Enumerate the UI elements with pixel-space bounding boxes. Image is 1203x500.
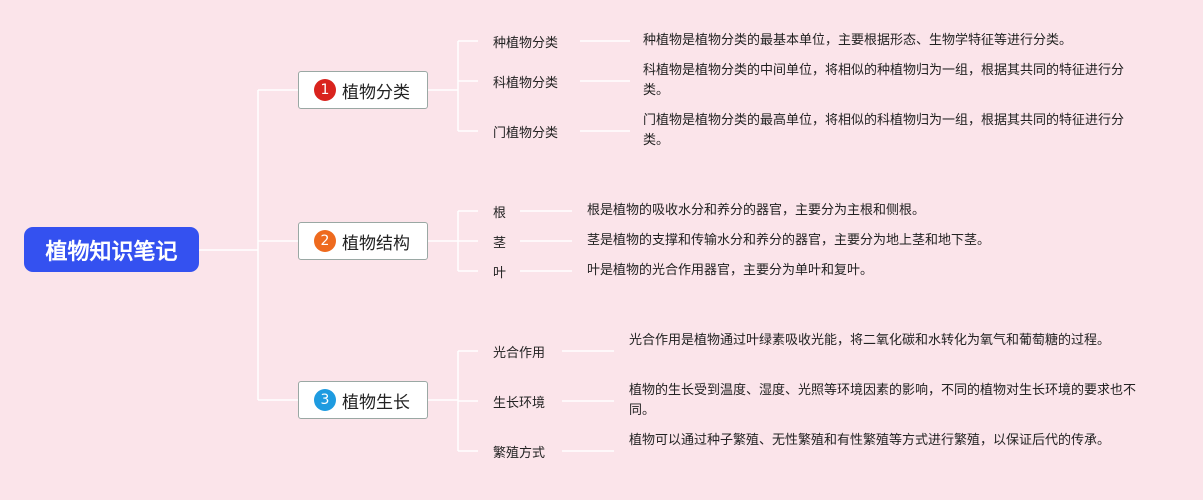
- description-stem: 茎是植物的支撑和传输水分和养分的器官，主要分为地上茎和地下茎。: [587, 233, 991, 248]
- root-topic[interactable]: 植物知识笔记: [24, 227, 199, 272]
- subtopic-root[interactable]: 根: [493, 206, 507, 221]
- description-environment: 植物的生长受到温度、湿度、光照等环境因素的影响，不同的植物对生长环境的要求也不同…: [629, 383, 1137, 418]
- number-3-icon: 3: [314, 389, 336, 411]
- number-2-icon: 2: [314, 230, 336, 252]
- subtopic-family[interactable]: 科植物分类: [493, 76, 559, 91]
- description-photosynthesis: 光合作用是植物通过叶绿素吸收光能，将二氧化碳和水转化为氧气和葡萄糖的过程。: [629, 333, 1111, 348]
- description-leaf: 叶是植物的光合作用器官，主要分为单叶和复叶。: [587, 263, 874, 278]
- number-1-icon: 1: [314, 79, 336, 101]
- description-reproduction: 植物可以通过种子繁殖、无性繁殖和有性繁殖等方式进行繁殖，以保证后代的传承。: [629, 433, 1111, 448]
- topic-label: 植物生长: [342, 392, 410, 413]
- topic-plant-structure[interactable]: 2 植物结构: [298, 222, 428, 260]
- topic-label: 植物结构: [342, 233, 410, 254]
- subtopic-stem[interactable]: 茎: [493, 236, 507, 251]
- subtopic-phylum[interactable]: 门植物分类: [493, 126, 559, 141]
- topic-plant-growth[interactable]: 3 植物生长: [298, 381, 428, 419]
- description-family: 科植物是植物分类的中间单位，将相似的种植物归为一组，根据其共同的特征进行分类。: [643, 63, 1125, 98]
- subtopic-leaf[interactable]: 叶: [493, 266, 507, 281]
- description-species: 种植物是植物分类的最基本单位，主要根据形态、生物学特征等进行分类。: [643, 33, 1073, 48]
- description-phylum: 门植物是植物分类的最高单位，将相似的科植物归为一组，根据其共同的特征进行分类。: [643, 113, 1125, 148]
- subtopic-reproduction[interactable]: 繁殖方式: [493, 446, 546, 461]
- subtopic-environment[interactable]: 生长环境: [493, 396, 546, 411]
- topic-label: 植物分类: [342, 82, 410, 103]
- root-topic-label: 植物知识笔记: [45, 239, 178, 265]
- description-root: 根是植物的吸收水分和养分的器官，主要分为主根和侧根。: [587, 203, 926, 218]
- subtopic-species[interactable]: 种植物分类: [493, 36, 559, 51]
- subtopic-photosynthesis[interactable]: 光合作用: [493, 346, 546, 361]
- topic-plant-classification[interactable]: 1 植物分类: [298, 71, 428, 109]
